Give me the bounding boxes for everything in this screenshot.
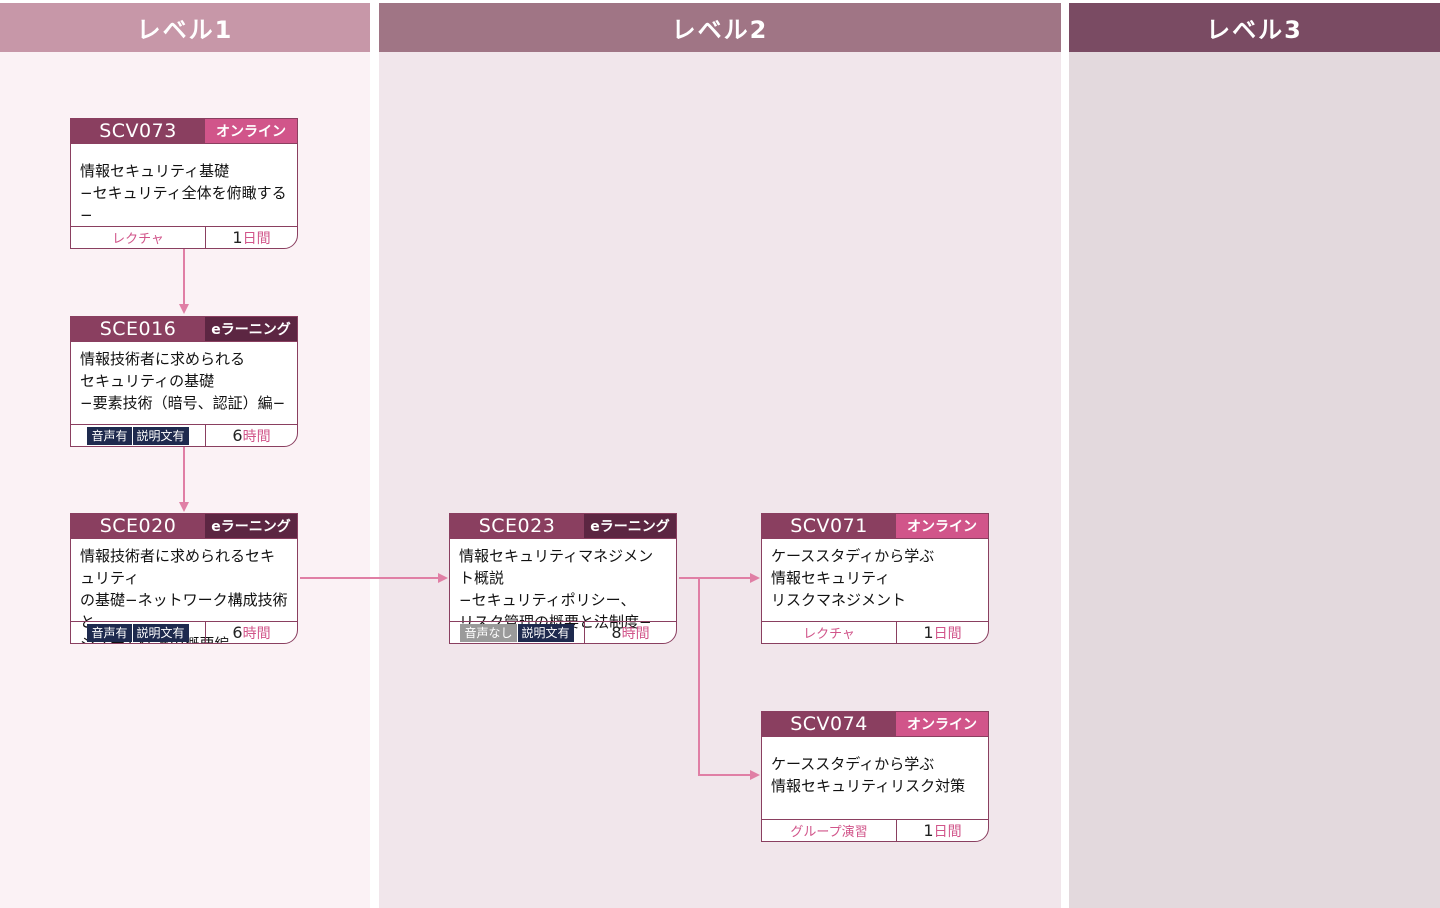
caption-tag: 説明文有 [517,623,574,642]
audio-tag: 音声有 [87,623,132,642]
column-body-level-3 [1069,52,1440,908]
course-title: 情報セキュリティ基礎 −セキュリティ全体を俯瞰する− [80,162,287,224]
course-code: SCV071 [762,514,896,538]
delivery-type-badge: eラーニング [205,514,297,538]
duration-value: 1 [232,228,243,247]
course-card-sce023[interactable]: SCE023 eラーニング 情報セキュリティマネジメント概説 −セキュリティポリ… [449,513,677,644]
delivery-type-badge: オンライン [896,712,988,736]
caption-tag: 説明文有 [132,623,189,642]
arrow-sce023-to-scv074 [698,578,760,780]
delivery-type-badge: eラーニング [584,514,676,538]
course-title: ケーススタディから学ぶ 情報セキュリティ リスクマネジメント [771,547,935,609]
course-title: 情報セキュリティマネジメント概説 −セキュリティポリシー、 リスク管理の概要と法… [459,547,654,631]
course-card-scv074[interactable]: SCV074 オンライン ケーススタディから学ぶ 情報セキュリティリスク対策 グ… [761,711,989,842]
duration-value: 6 [232,426,243,445]
course-title: 情報技術者に求められる セキュリティの基礎 −要素技術（暗号、認証）編− [80,350,286,412]
delivery-type-badge: オンライン [896,514,988,538]
course-format: レクチャ [803,627,855,642]
audio-tag: 音声有 [87,426,132,445]
duration-unit: 時間 [242,428,271,445]
course-code: SCE020 [71,514,205,538]
duration-unit: 日間 [933,823,962,840]
duration-unit: 時間 [242,625,271,642]
column-level-3: レベル3 [1069,3,1440,908]
course-card-sce016[interactable]: SCE016 eラーニング 情報技術者に求められる セキュリティの基礎 −要素技… [70,316,298,447]
course-format: グループ演習 [790,825,868,840]
course-format: レクチャ [112,232,164,247]
column-header-level-3: レベル3 [1069,3,1440,52]
delivery-type-badge: オンライン [205,119,297,143]
course-code: SCE016 [71,317,205,341]
duration-value: 1 [923,821,934,840]
duration-unit: 日間 [933,625,962,642]
delivery-type-badge: eラーニング [205,317,297,341]
course-code: SCV074 [762,712,896,736]
course-title: ケーススタディから学ぶ 情報セキュリティリスク対策 [771,755,966,795]
audio-tag: 音声なし [460,623,517,642]
column-header-level-2: レベル2 [379,3,1061,52]
course-code: SCV073 [71,119,205,143]
course-code: SCE023 [450,514,584,538]
duration-unit: 時間 [621,625,650,642]
course-card-sce020[interactable]: SCE020 eラーニング 情報技術者に求められるセキュリティ の基礎−ネットワ… [70,513,298,644]
duration-value: 6 [232,623,243,642]
course-card-scv073[interactable]: SCV073 オンライン 情報セキュリティ基礎 −セキュリティ全体を俯瞰する− … [70,118,298,249]
course-card-scv071[interactable]: SCV071 オンライン ケーススタディから学ぶ 情報セキュリティ リスクマネジ… [761,513,989,644]
column-header-level-1: レベル1 [0,3,370,52]
duration-value: 1 [923,623,934,642]
caption-tag: 説明文有 [132,426,189,445]
duration-value: 8 [611,623,622,642]
duration-unit: 日間 [242,230,271,247]
